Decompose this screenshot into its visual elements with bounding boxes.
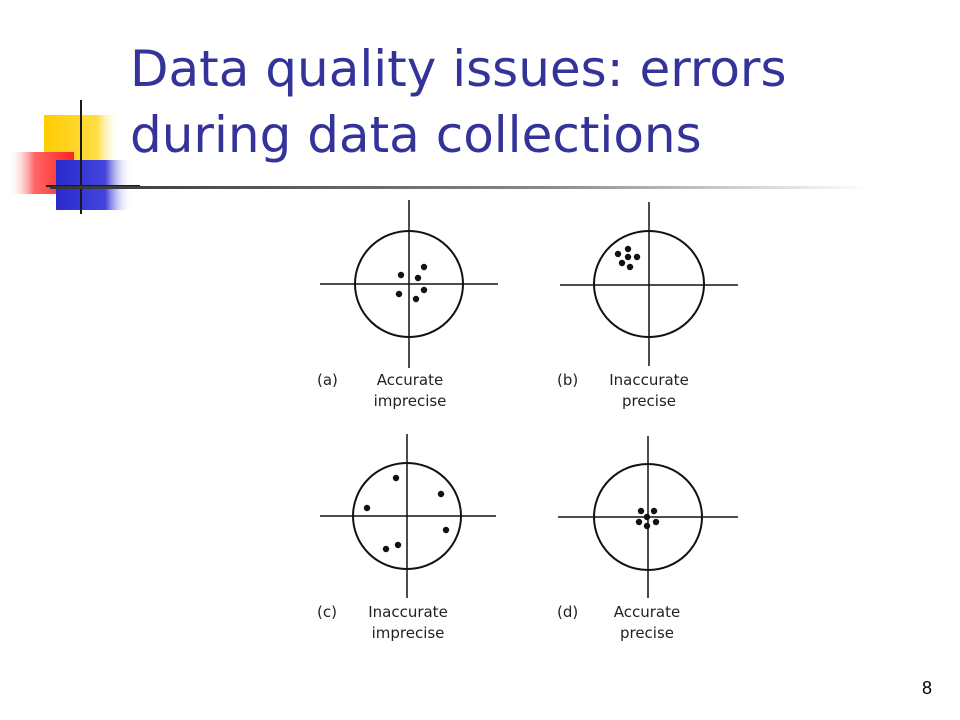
shot-dot (363, 504, 371, 512)
shot-dot (643, 522, 651, 530)
shot-dot (382, 545, 390, 553)
shot-dot (420, 263, 428, 271)
shot-dot (412, 295, 420, 303)
shot-dot (643, 513, 651, 521)
page-number: 8 (921, 678, 932, 698)
shot-dot (635, 518, 643, 526)
panel-caption-line-2: precise (622, 392, 676, 410)
shot-dot (624, 253, 632, 261)
panel-letter: (c) (317, 603, 337, 621)
panel-caption-line-2: precise (620, 624, 674, 642)
panel-a: (a) Accurate imprecise (317, 200, 498, 410)
panel-caption-line-1: Accurate (614, 603, 680, 621)
shot-dot (614, 250, 622, 258)
panel-letter: (a) (317, 371, 338, 389)
panel-caption-line-2: imprecise (374, 392, 447, 410)
shot-dot (442, 526, 450, 534)
shot-dot (652, 518, 660, 526)
panel-b: (b) Inaccurate precise (557, 202, 738, 410)
title-line-2: during data collections (130, 106, 702, 164)
shot-dot (414, 274, 422, 282)
shot-dot (637, 507, 645, 515)
title-underline (50, 186, 870, 189)
panel-caption-line-1: Inaccurate (609, 371, 689, 389)
panel-c: (c) Inaccurate imprecise (317, 434, 496, 642)
panel-caption-line-1: Accurate (377, 371, 443, 389)
accuracy-precision-figure: (a) Accurate imprecise (b) Inaccurate pr… (317, 200, 738, 642)
target-circle (593, 463, 703, 571)
shot-dot (624, 245, 632, 253)
target-circle (593, 230, 705, 338)
shot-dot (650, 507, 658, 515)
shot-dot (397, 271, 405, 279)
shot-dot (420, 286, 428, 294)
target-circle (354, 230, 464, 338)
shot-dot (395, 290, 403, 298)
shot-dot (392, 474, 400, 482)
shot-dot (618, 259, 626, 267)
panel-caption-line-1: Inaccurate (368, 603, 448, 621)
panel-d: (d) Accurate precise (557, 436, 738, 642)
target-circle (352, 462, 462, 570)
shot-dot (394, 541, 402, 549)
panel-letter: (d) (557, 603, 578, 621)
shot-dot (437, 490, 445, 498)
title-line-1: Data quality issues: errors (130, 40, 787, 98)
page-title: Data quality issues: errors during data … (130, 36, 890, 168)
shot-dot (633, 253, 641, 261)
panel-letter: (b) (557, 371, 578, 389)
panel-caption-line-2: imprecise (372, 624, 445, 642)
shot-dot (626, 263, 634, 271)
